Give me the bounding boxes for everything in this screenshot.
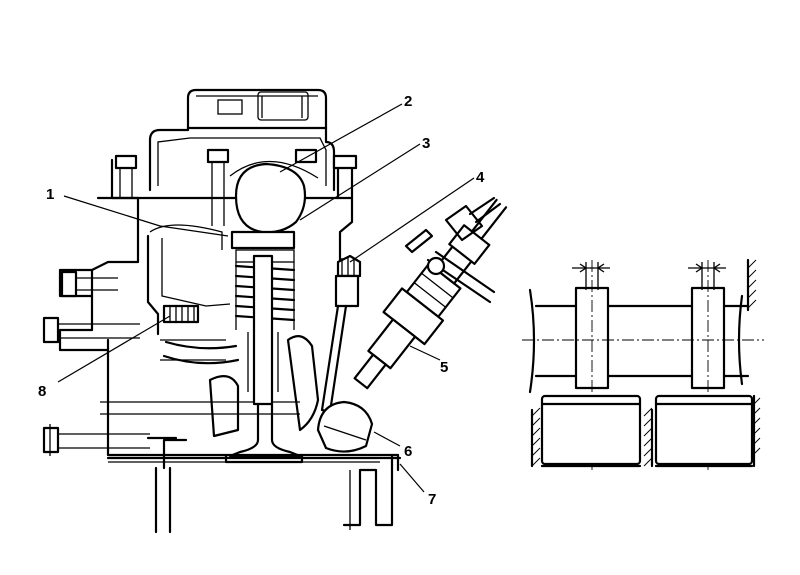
callout-3: 3 bbox=[422, 135, 430, 152]
callout-8: 8 bbox=[38, 383, 46, 400]
head-body bbox=[58, 158, 400, 527]
coolant-channels bbox=[208, 335, 320, 438]
block-hatching bbox=[530, 258, 761, 468]
head-gasket bbox=[106, 456, 402, 463]
cylinder-head-section: 1 2 3 4 5 6 7 8 bbox=[38, 88, 508, 534]
callout-2: 2 bbox=[404, 93, 412, 110]
head-bolts bbox=[114, 148, 358, 226]
tappet-left bbox=[540, 394, 642, 466]
glow-plug bbox=[320, 254, 362, 414]
camshaft-detail bbox=[522, 258, 764, 470]
leader-lines bbox=[57, 103, 475, 493]
callout-5: 5 bbox=[440, 359, 448, 376]
callout-7: 7 bbox=[428, 491, 436, 508]
pre-chamber bbox=[316, 400, 374, 453]
tappet-adjuster bbox=[162, 304, 200, 324]
callout-4: 4 bbox=[476, 169, 485, 186]
side-bolts bbox=[42, 270, 150, 456]
camshaft-cover bbox=[148, 88, 336, 192]
callout-1: 1 bbox=[46, 186, 54, 203]
camshaft-lobe bbox=[229, 160, 319, 250]
fuel-injector bbox=[353, 196, 508, 390]
callout-6: 6 bbox=[404, 443, 412, 460]
cylinder-block bbox=[146, 436, 351, 534]
tappet-right bbox=[654, 394, 754, 466]
